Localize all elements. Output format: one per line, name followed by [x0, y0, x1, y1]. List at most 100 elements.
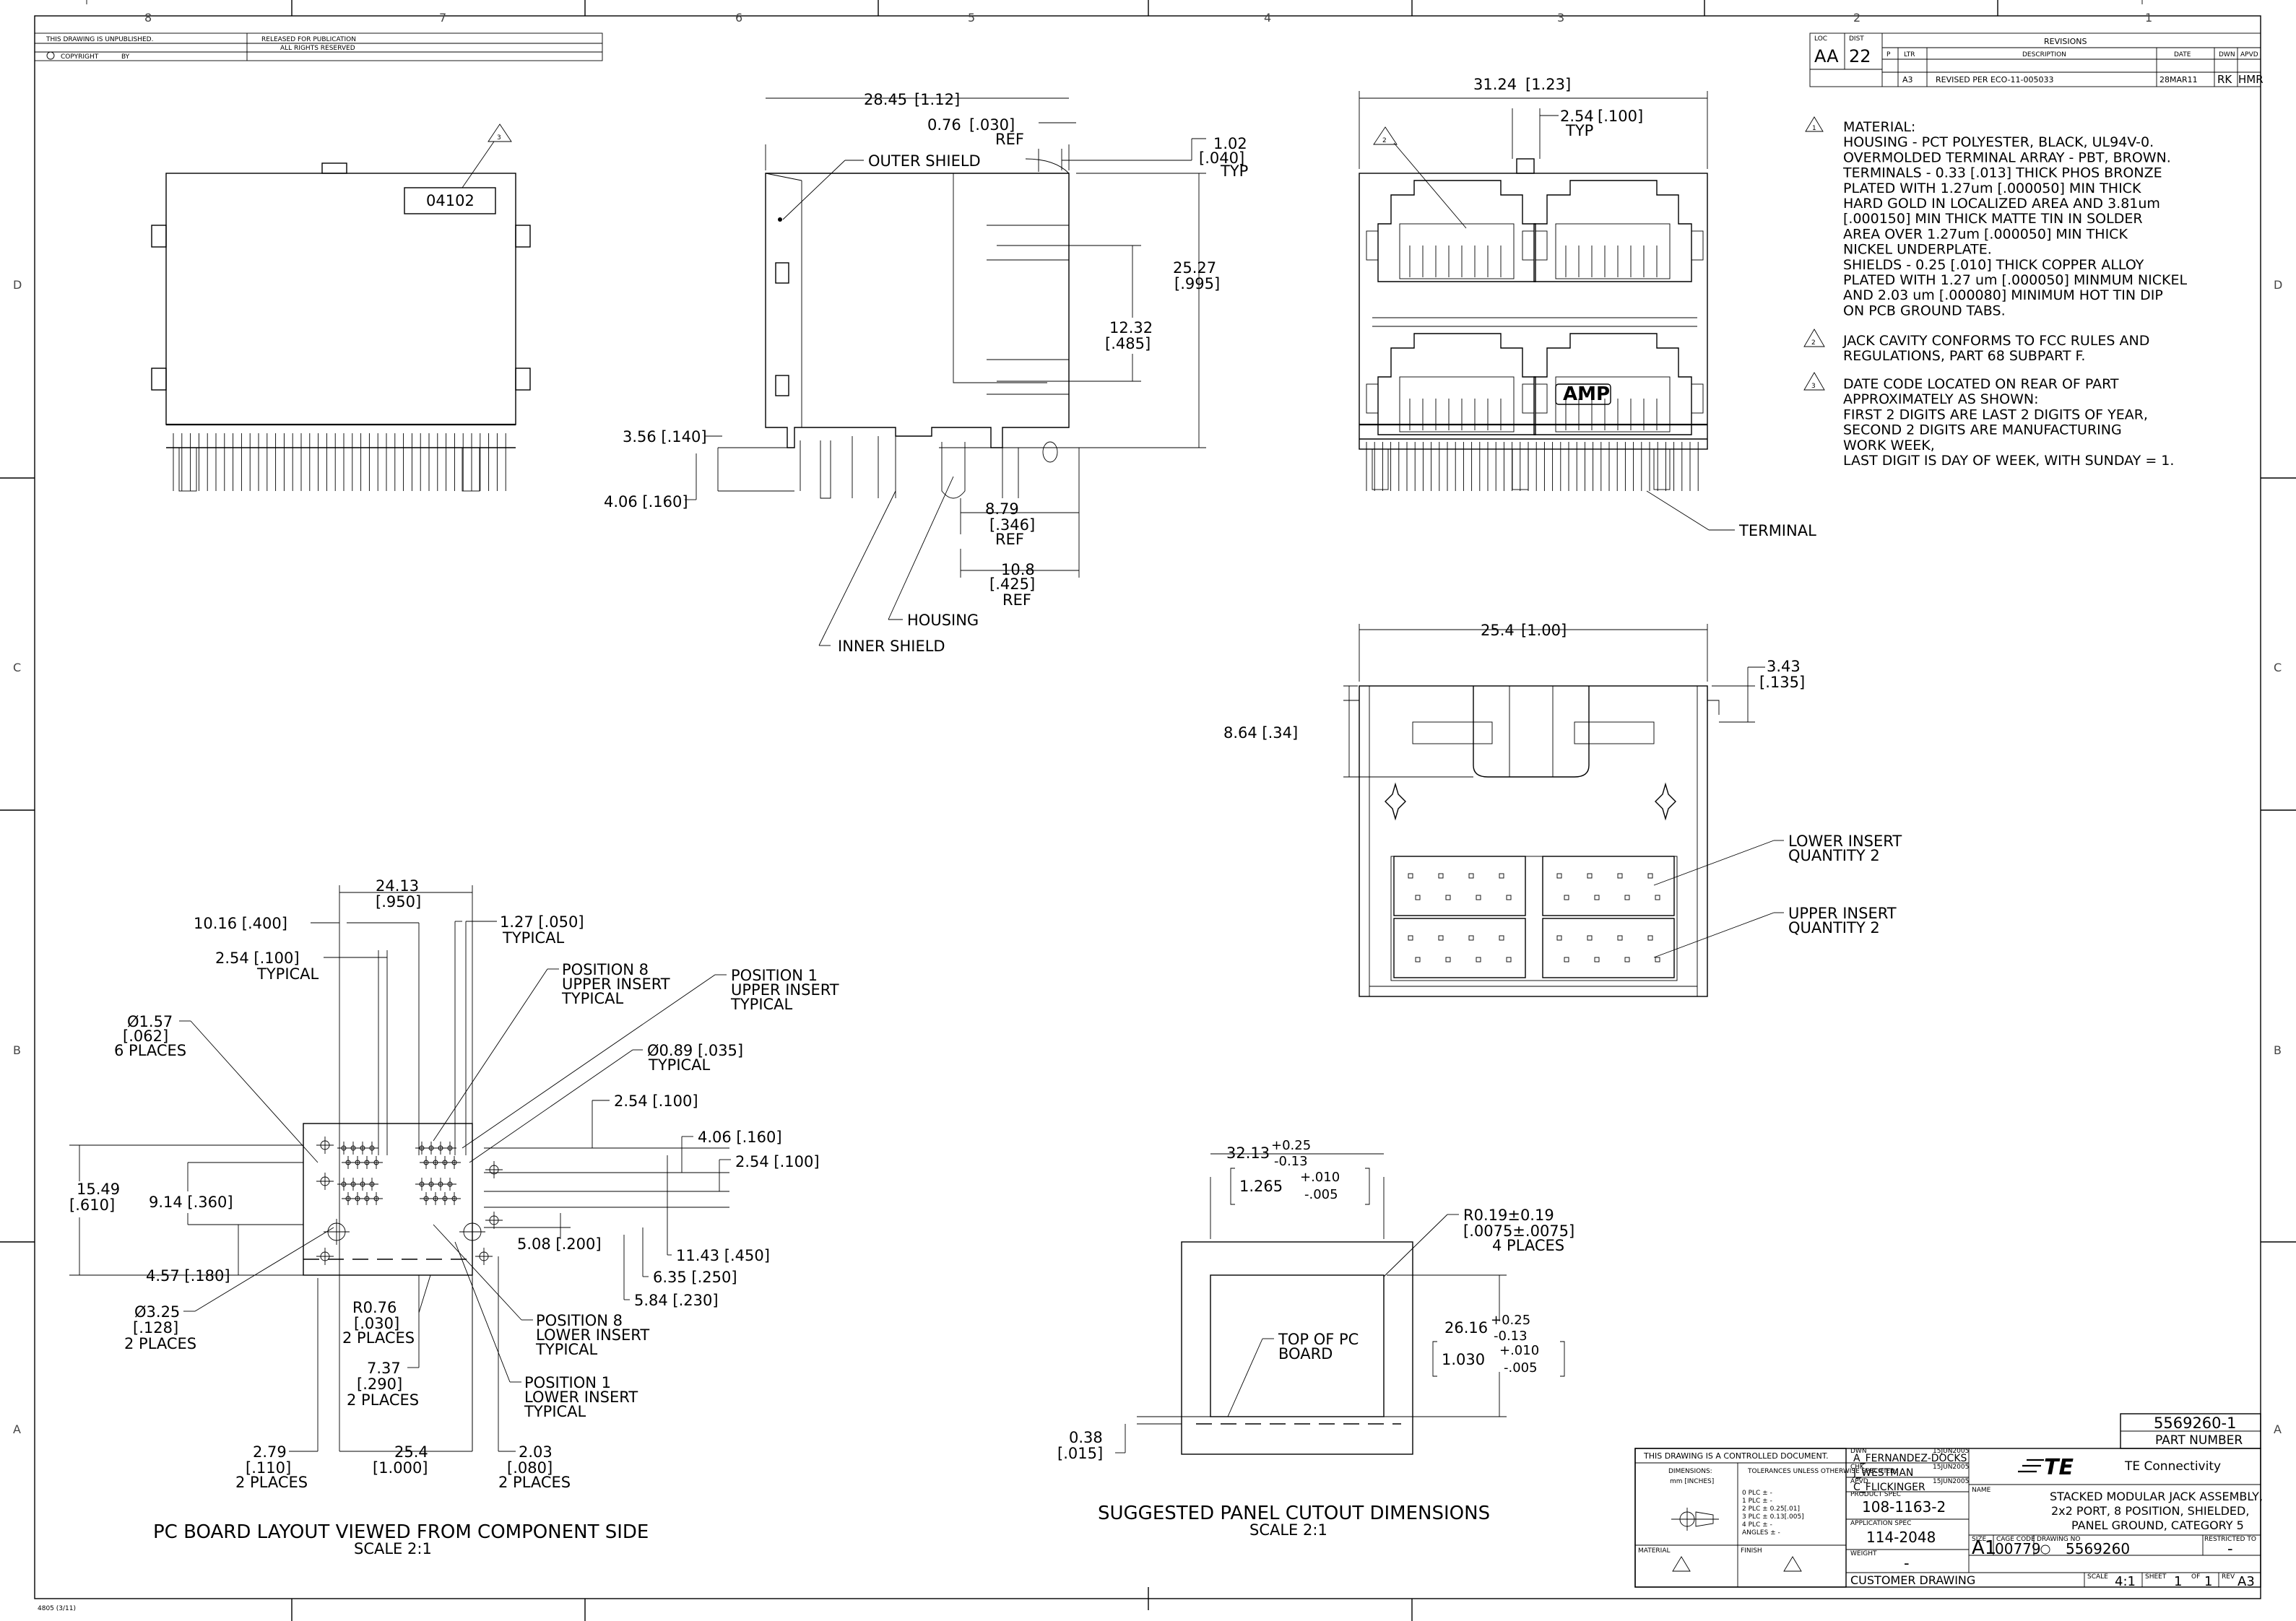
revisions-col-date: DATE [2174, 51, 2191, 58]
front-flag-2-icon [1373, 126, 1398, 145]
restricted-label: RESTRICTED TO [2204, 1536, 2256, 1543]
pcb-layout-scale: SCALE 2:1 [354, 1540, 432, 1557]
header-rights: ALL RIGHTS RESERVED [280, 45, 355, 52]
size: A1 [1972, 1537, 1996, 1559]
pcb-089: Ø0.89 [.035] [647, 1042, 743, 1059]
material-flag-icon [1672, 1556, 1691, 1572]
pcb-layout: 24.13 [.950] 10.16 [.400] 1.27 [.050] TY… [69, 877, 839, 1557]
terminal-label: TERMINAL [1738, 522, 1816, 539]
rear-ground-tab [462, 447, 480, 492]
note-1-line: NICKEL UNDERPLATE. [1843, 242, 1992, 258]
revisions-loc: AA [1814, 46, 1839, 66]
pcb-254c: 2.54 [.100] [735, 1153, 820, 1170]
zone-col-2: 2 [1853, 11, 1860, 25]
pcb-2413-mm: 24.13 [376, 877, 419, 895]
dimensions-label: DIMENSIONS: [1668, 1468, 1712, 1475]
pcb-325-2: [.128] [133, 1319, 178, 1337]
side-030-ref: REF [995, 131, 1024, 148]
signal-hole [448, 1192, 461, 1205]
pcb-737-2: [.290] [357, 1376, 402, 1393]
front-flag-2: 2 [1382, 137, 1387, 144]
cutout-2616-mm: 26.16 [1444, 1319, 1488, 1337]
note-1-line: HARD GOLD IN LOCALIZED AREA AND 3.81um [1843, 196, 2160, 212]
signal-hole [370, 1192, 383, 1205]
chk-name: J_WESTMAN [1853, 1467, 1913, 1479]
front-pitch-typ: TYP [1565, 122, 1593, 139]
zone-row-b-right: B [2274, 1043, 2282, 1057]
top-pc-board-2: BOARD [1278, 1345, 1333, 1363]
rev-label: REV [2222, 1573, 2235, 1581]
scale: 4:1 [2115, 1574, 2136, 1589]
front-pitch-mm: 2.54 [1560, 108, 1594, 125]
side-406: 4.06 [.160] [604, 493, 688, 510]
name-label: NAME [1972, 1487, 1991, 1494]
pcb-r076-3: 2 PLACES [342, 1329, 415, 1347]
jack-port [1366, 180, 1548, 282]
revision-date: 28MAR11 [2159, 75, 2198, 84]
rear-flag-3: 3 [497, 134, 501, 142]
name-line-1: STACKED MODULAR JACK ASSEMBLY, [2050, 1490, 2263, 1503]
pcb-584: 5.84 [.230] [634, 1292, 719, 1309]
revisions-col-ltr: LTR [1904, 51, 1915, 58]
company-name: TE Connectivity [2124, 1459, 2221, 1474]
cutout-r019-2: [.0075±.0075] [1463, 1222, 1574, 1240]
note-1-line: AND 2.03 um [.000080] MINIMUM HOT TIN DI… [1843, 287, 2163, 303]
side-108-mm: 10.8 [1001, 561, 1035, 578]
rear-flag-3-icon [488, 123, 512, 142]
cutout-r019-1: R0.19±0.19 [1463, 1207, 1554, 1224]
dwn-label: DWN [1850, 1448, 1867, 1455]
note-2-line: JACK CAVITY CONFORMS TO FCC RULES AND [1842, 333, 2149, 349]
part-number-label: PART NUMBER [2155, 1433, 2243, 1448]
revisions-col-desc: DESCRIPTION [2022, 51, 2066, 58]
header-by: BY [121, 53, 130, 61]
zone-col-5: 5 [968, 11, 975, 25]
upper-insert-qty: QUANTITY 2 [1788, 919, 1880, 936]
signal-hole [448, 1156, 461, 1169]
date-code: 04102 [426, 192, 475, 209]
pcb-203-1: 2.03 [519, 1443, 553, 1461]
bottom-343-in: [.135] [1759, 674, 1805, 691]
pos8-upper-2: UPPER INSERT [562, 975, 670, 993]
pos8-lower-3: TYPICAL [535, 1341, 598, 1358]
note-2-line: REGULATIONS, PART 68 SUBPART F. [1843, 348, 2085, 364]
pcb-157-3: 6 PLACES [114, 1042, 186, 1059]
pcb-635: 6.35 [.250] [653, 1269, 737, 1286]
material-label: MATERIAL [1638, 1547, 1671, 1555]
pos1-lower-3: TYPICAL [524, 1403, 586, 1420]
front-ground-tab [1512, 448, 1529, 490]
zone-col-1: 1 [2145, 11, 2152, 25]
pcb-279-2: [.110] [246, 1459, 291, 1477]
pos1-upper-3: TYPICAL [730, 996, 793, 1013]
note-3-line: LAST DIGIT IS DAY OF WEEK, WITH SUNDAY =… [1843, 453, 2174, 469]
zone-row-c-left: C [13, 661, 21, 674]
zone-col-4: 4 [1264, 11, 1271, 25]
cutout-2616-in: 1.030 [1442, 1351, 1485, 1368]
bottom-343-mm: 3.43 [1767, 658, 1801, 675]
tolerances-label: TOLERANCES UNLESS OTHERWISE SPECIFIED: [1747, 1468, 1897, 1475]
zone-row-c-right: C [2274, 661, 2282, 674]
part-number: 5569260-1 [2154, 1414, 2236, 1432]
jack-port [1522, 180, 1704, 282]
pcb-325-3: 2 PLACES [124, 1335, 196, 1352]
copyright-icon [46, 51, 55, 60]
bottom-width-mm: 25.4 [1481, 622, 1515, 639]
pcb-254: 2.54 [.100] [215, 949, 300, 967]
zone-row-d-right: D [2274, 278, 2282, 292]
note-1-line: OVERMOLDED TERMINAL ARRAY - PBT, BROWN. [1843, 149, 2171, 165]
customer-drawing: CUSTOMER DRAWING [1850, 1573, 1975, 1587]
side-height-mm: 25.27 [1173, 259, 1216, 277]
cutout-2616-in-up: +.010 [1499, 1343, 1539, 1358]
pos8-upper-1: POSITION 8 [562, 961, 649, 978]
housing-label: HOUSING [907, 612, 979, 629]
dwn-date: 15JUN2005 [1933, 1448, 1969, 1455]
signal-hole [438, 1156, 451, 1169]
notes-block: 1 MATERIAL:HOUSING - PCT POLYESTER, BLAC… [1803, 116, 2187, 469]
weight: - [1904, 1555, 1910, 1572]
tolerance-row: 3 PLC ± 0.13[.005] [1742, 1513, 1804, 1521]
note-1-line: AREA OVER 1.27um [.000050] MIN THICK [1843, 226, 2128, 242]
zone-col-3: 3 [1557, 11, 1564, 25]
header-unpublished: THIS DRAWING IS UNPUBLISHED. [46, 36, 153, 43]
pcb-089-typical: TYPICAL [648, 1056, 711, 1074]
name-line-3: PANEL GROUND, CATEGORY 5 [2071, 1518, 2244, 1532]
